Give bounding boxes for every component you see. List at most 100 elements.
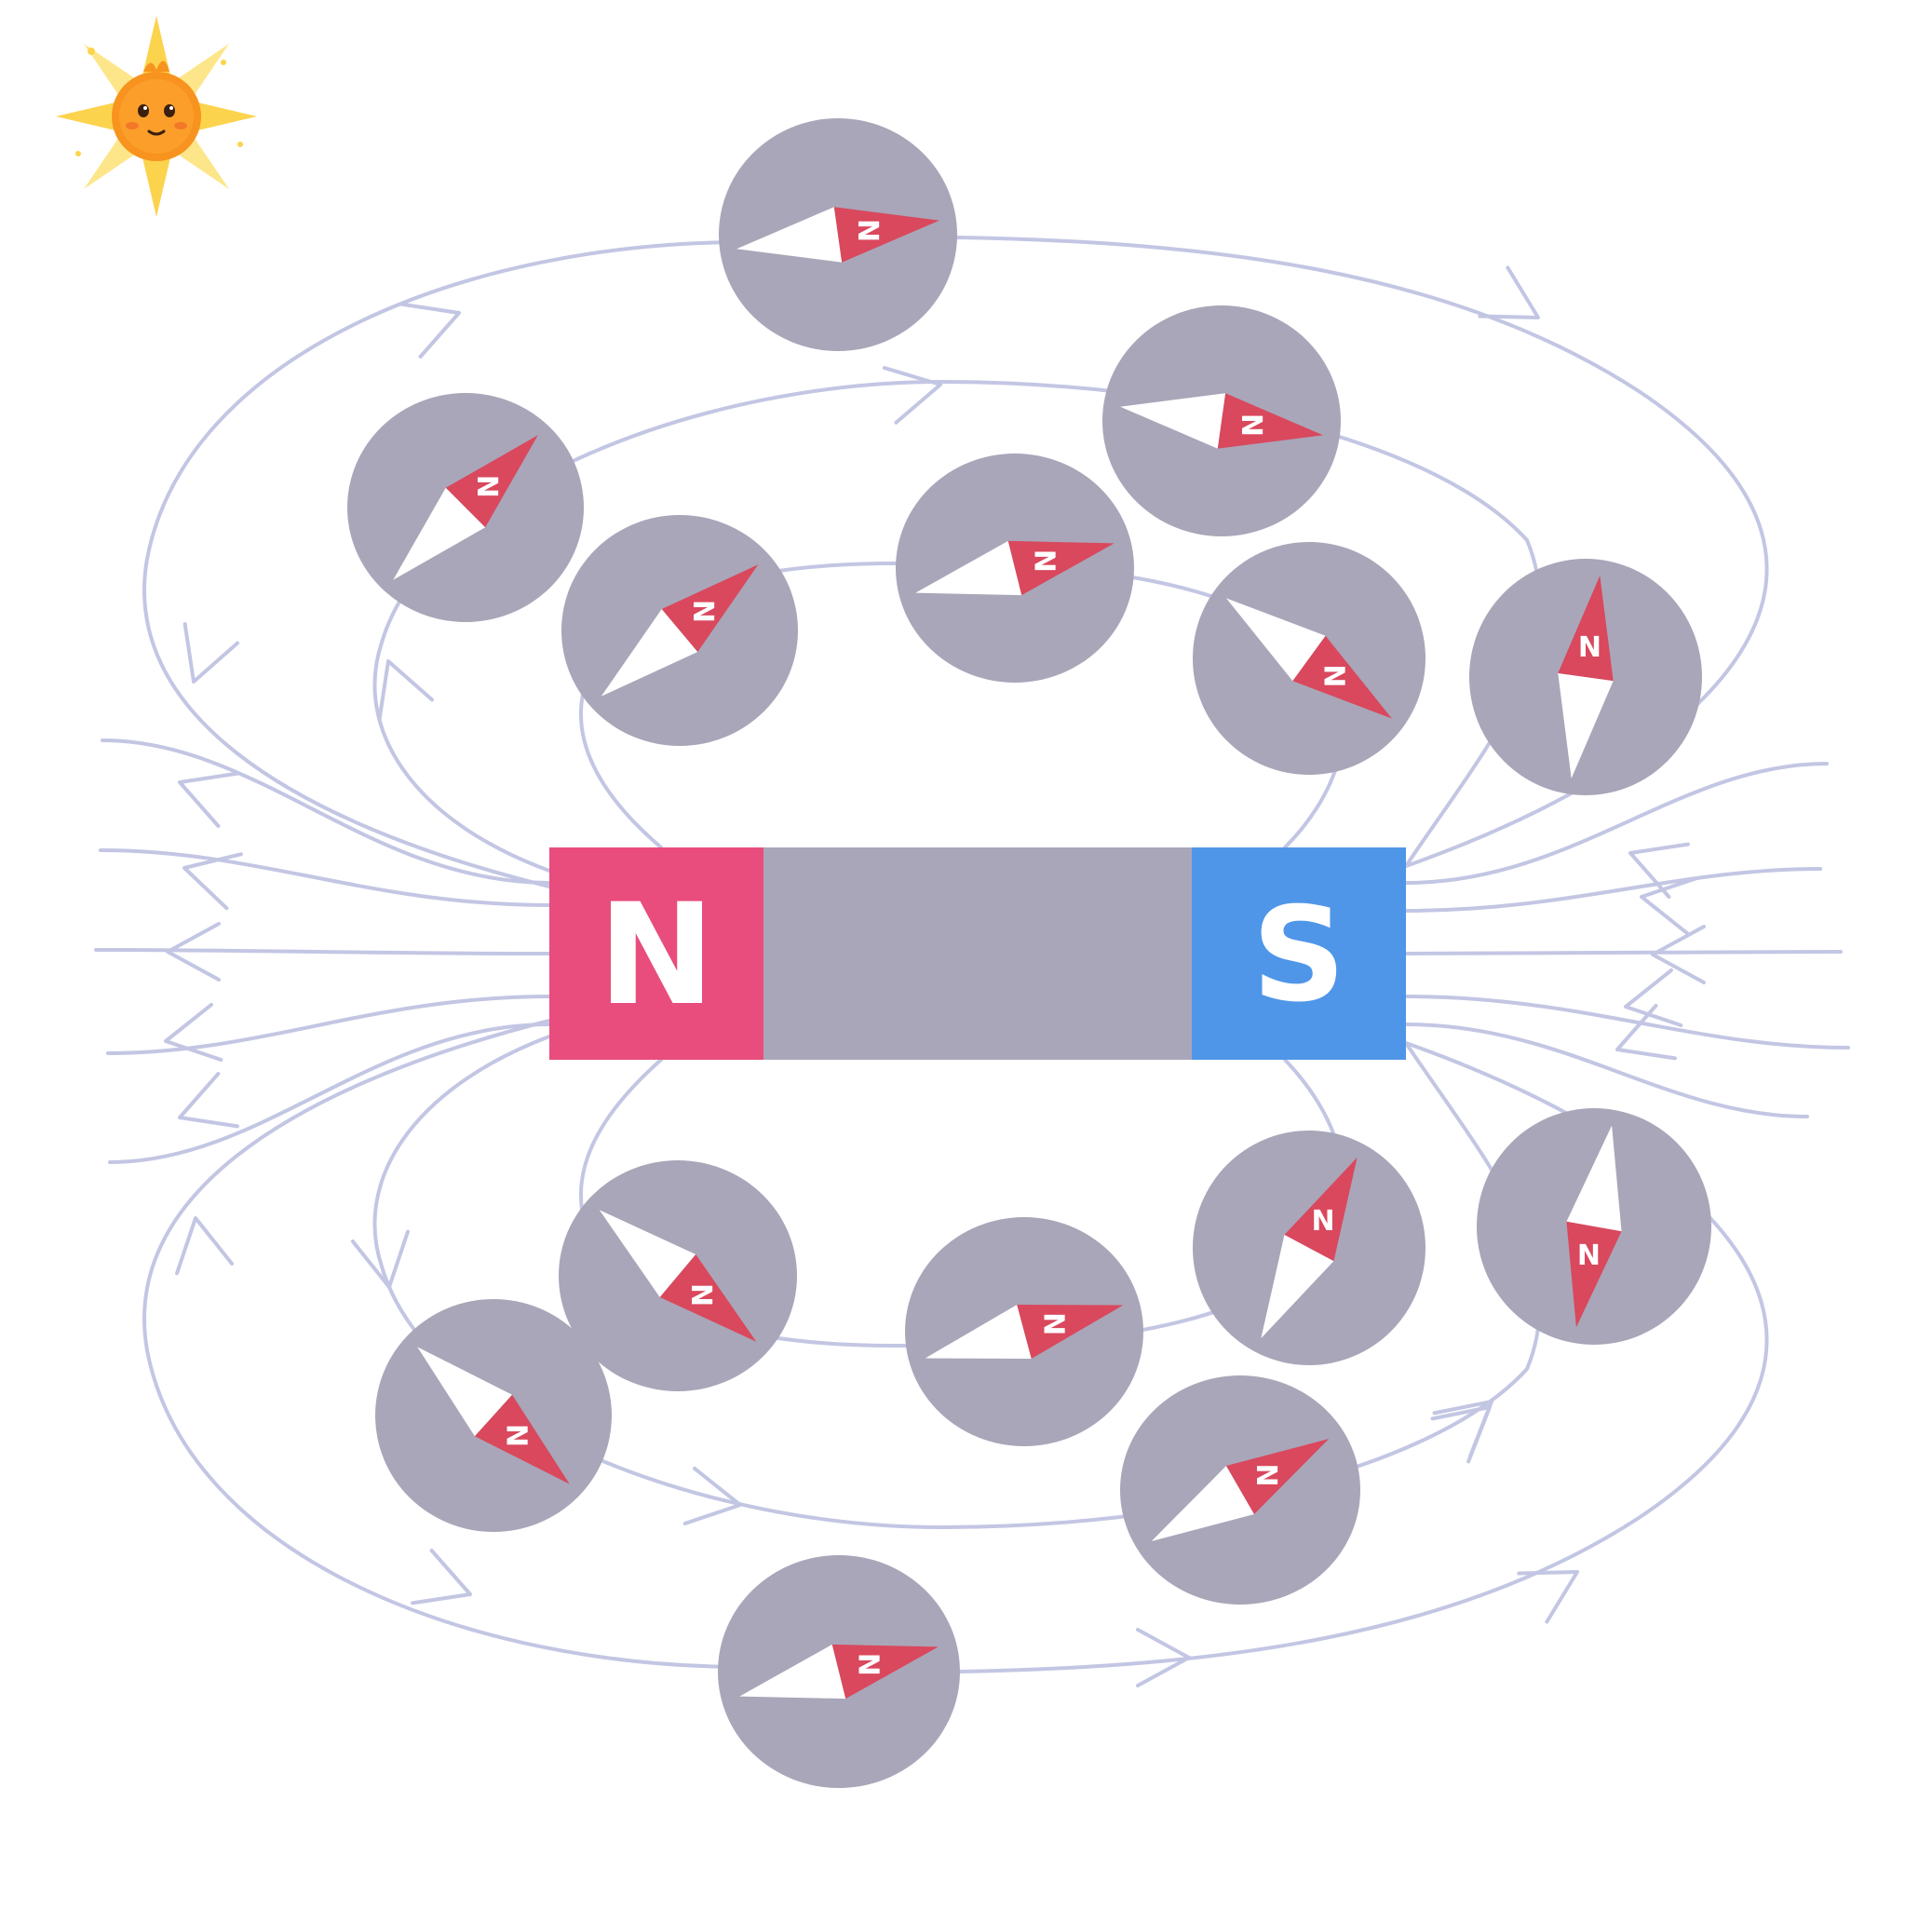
bar-magnet: N S xyxy=(549,847,1406,1060)
compass: N xyxy=(375,1299,612,1532)
field-arrows xyxy=(164,265,1706,1687)
field-arrow xyxy=(182,852,243,911)
field-line-north xyxy=(106,995,551,1055)
field-arrow xyxy=(178,1071,239,1129)
needle-north-half xyxy=(1284,1157,1358,1262)
field-line-south xyxy=(1404,1023,1809,1118)
needle-south-half xyxy=(1120,393,1226,449)
compass: N xyxy=(1477,1108,1711,1345)
needle-north-label: N xyxy=(1317,664,1349,687)
needle-north-half xyxy=(1566,1221,1622,1328)
sun-rays xyxy=(56,16,257,217)
field-arrow xyxy=(178,771,239,829)
needle-south-half xyxy=(739,1644,846,1700)
compass-needle: N xyxy=(1566,1125,1622,1328)
field-arrow xyxy=(682,1466,742,1525)
needle-south-half xyxy=(925,1305,1032,1359)
field-arrow xyxy=(166,922,221,982)
needle-north-label: N xyxy=(686,600,719,623)
needle-north-label: N xyxy=(1036,1312,1069,1335)
field-arrow xyxy=(1615,1003,1677,1061)
compass-needle: N xyxy=(1558,576,1614,779)
needle-south-half xyxy=(1151,1466,1254,1541)
needle-north-label: N xyxy=(851,219,884,242)
field-line-north xyxy=(99,848,551,907)
needle-north-half xyxy=(474,1394,570,1484)
field-arrow xyxy=(1517,1570,1579,1624)
needle-south-half xyxy=(1226,598,1326,682)
needle-north-label: N xyxy=(1235,413,1267,437)
field-arrow xyxy=(411,1548,472,1605)
needle-north-half xyxy=(445,435,538,528)
compass: N xyxy=(718,1555,960,1788)
needle-north-half xyxy=(831,1644,939,1700)
needle-north-label: N xyxy=(852,1653,885,1676)
field-arrow xyxy=(175,1216,235,1276)
compass: N xyxy=(896,454,1134,683)
field-arrow xyxy=(377,659,435,721)
magnet-south-pole xyxy=(1192,847,1406,1060)
field-arrow xyxy=(1432,1400,1493,1458)
field-line-north xyxy=(94,948,551,955)
field-line-south xyxy=(1404,950,1843,955)
compass-needle: N xyxy=(601,564,759,697)
needle-north-label: N xyxy=(684,1283,717,1307)
needle-north-label: N xyxy=(1577,1239,1601,1272)
field-line-south xyxy=(1404,867,1822,913)
compass-needle: N xyxy=(417,1347,570,1484)
magnet-south-label: S xyxy=(1252,880,1346,1032)
field-arrow xyxy=(1478,265,1540,319)
compass-needle: N xyxy=(925,1305,1124,1359)
field-arrow xyxy=(350,1229,410,1289)
needle-north-label: N xyxy=(1578,631,1601,664)
needle-north-half xyxy=(1558,576,1614,682)
needle-north-label: N xyxy=(1311,1205,1334,1238)
field-loop xyxy=(142,236,1769,888)
needle-south-half xyxy=(601,609,698,697)
needle-north-label: N xyxy=(499,1424,532,1447)
compass: N xyxy=(1193,1131,1425,1365)
compass: N xyxy=(1193,542,1425,775)
needle-north-label: N xyxy=(1028,549,1061,573)
compass: N xyxy=(1120,1375,1360,1605)
field-arrow xyxy=(882,366,942,425)
compass: N xyxy=(559,1160,797,1391)
compass-needle: N xyxy=(736,207,939,263)
compass: N xyxy=(719,118,957,351)
compass-needle: N xyxy=(1120,393,1323,449)
needle-south-half xyxy=(393,487,486,580)
needle-south-half xyxy=(736,207,843,263)
compass-needle: N xyxy=(599,1210,757,1342)
compasses: N N N N N N N N N N N N N N xyxy=(347,118,1711,1788)
magnet-north-pole xyxy=(549,847,763,1060)
compass-needle: N xyxy=(1151,1439,1330,1541)
field-arrow xyxy=(1136,1628,1191,1687)
compass: N xyxy=(347,393,584,622)
compass: N xyxy=(1469,559,1702,795)
magnet-middle xyxy=(762,847,1192,1060)
sun-mascot-icon xyxy=(56,16,257,217)
needle-north-half xyxy=(1017,1305,1124,1359)
needle-south-half xyxy=(1558,672,1614,779)
needle-north-label: N xyxy=(470,475,503,498)
needle-north-label: N xyxy=(1250,1463,1282,1486)
field-line-north xyxy=(108,1023,551,1164)
compass: N xyxy=(1102,305,1341,536)
field-line-south xyxy=(1404,762,1829,885)
needle-north-half xyxy=(1226,1439,1330,1514)
field-arrow xyxy=(1624,968,1683,1027)
needle-north-half xyxy=(661,564,759,652)
compass-needle: N xyxy=(393,435,538,580)
needle-north-half xyxy=(1007,540,1115,596)
needle-south-half xyxy=(599,1210,696,1297)
needle-north-half xyxy=(833,207,939,263)
needle-north-half xyxy=(1217,393,1323,449)
field-arrow xyxy=(164,1002,223,1062)
compass: N xyxy=(905,1217,1143,1446)
compass-needle: N xyxy=(739,1644,939,1700)
needle-south-half xyxy=(915,540,1022,596)
compass-needle: N xyxy=(915,540,1115,596)
field-arrow xyxy=(1640,876,1699,936)
needle-south-half xyxy=(417,1347,513,1437)
